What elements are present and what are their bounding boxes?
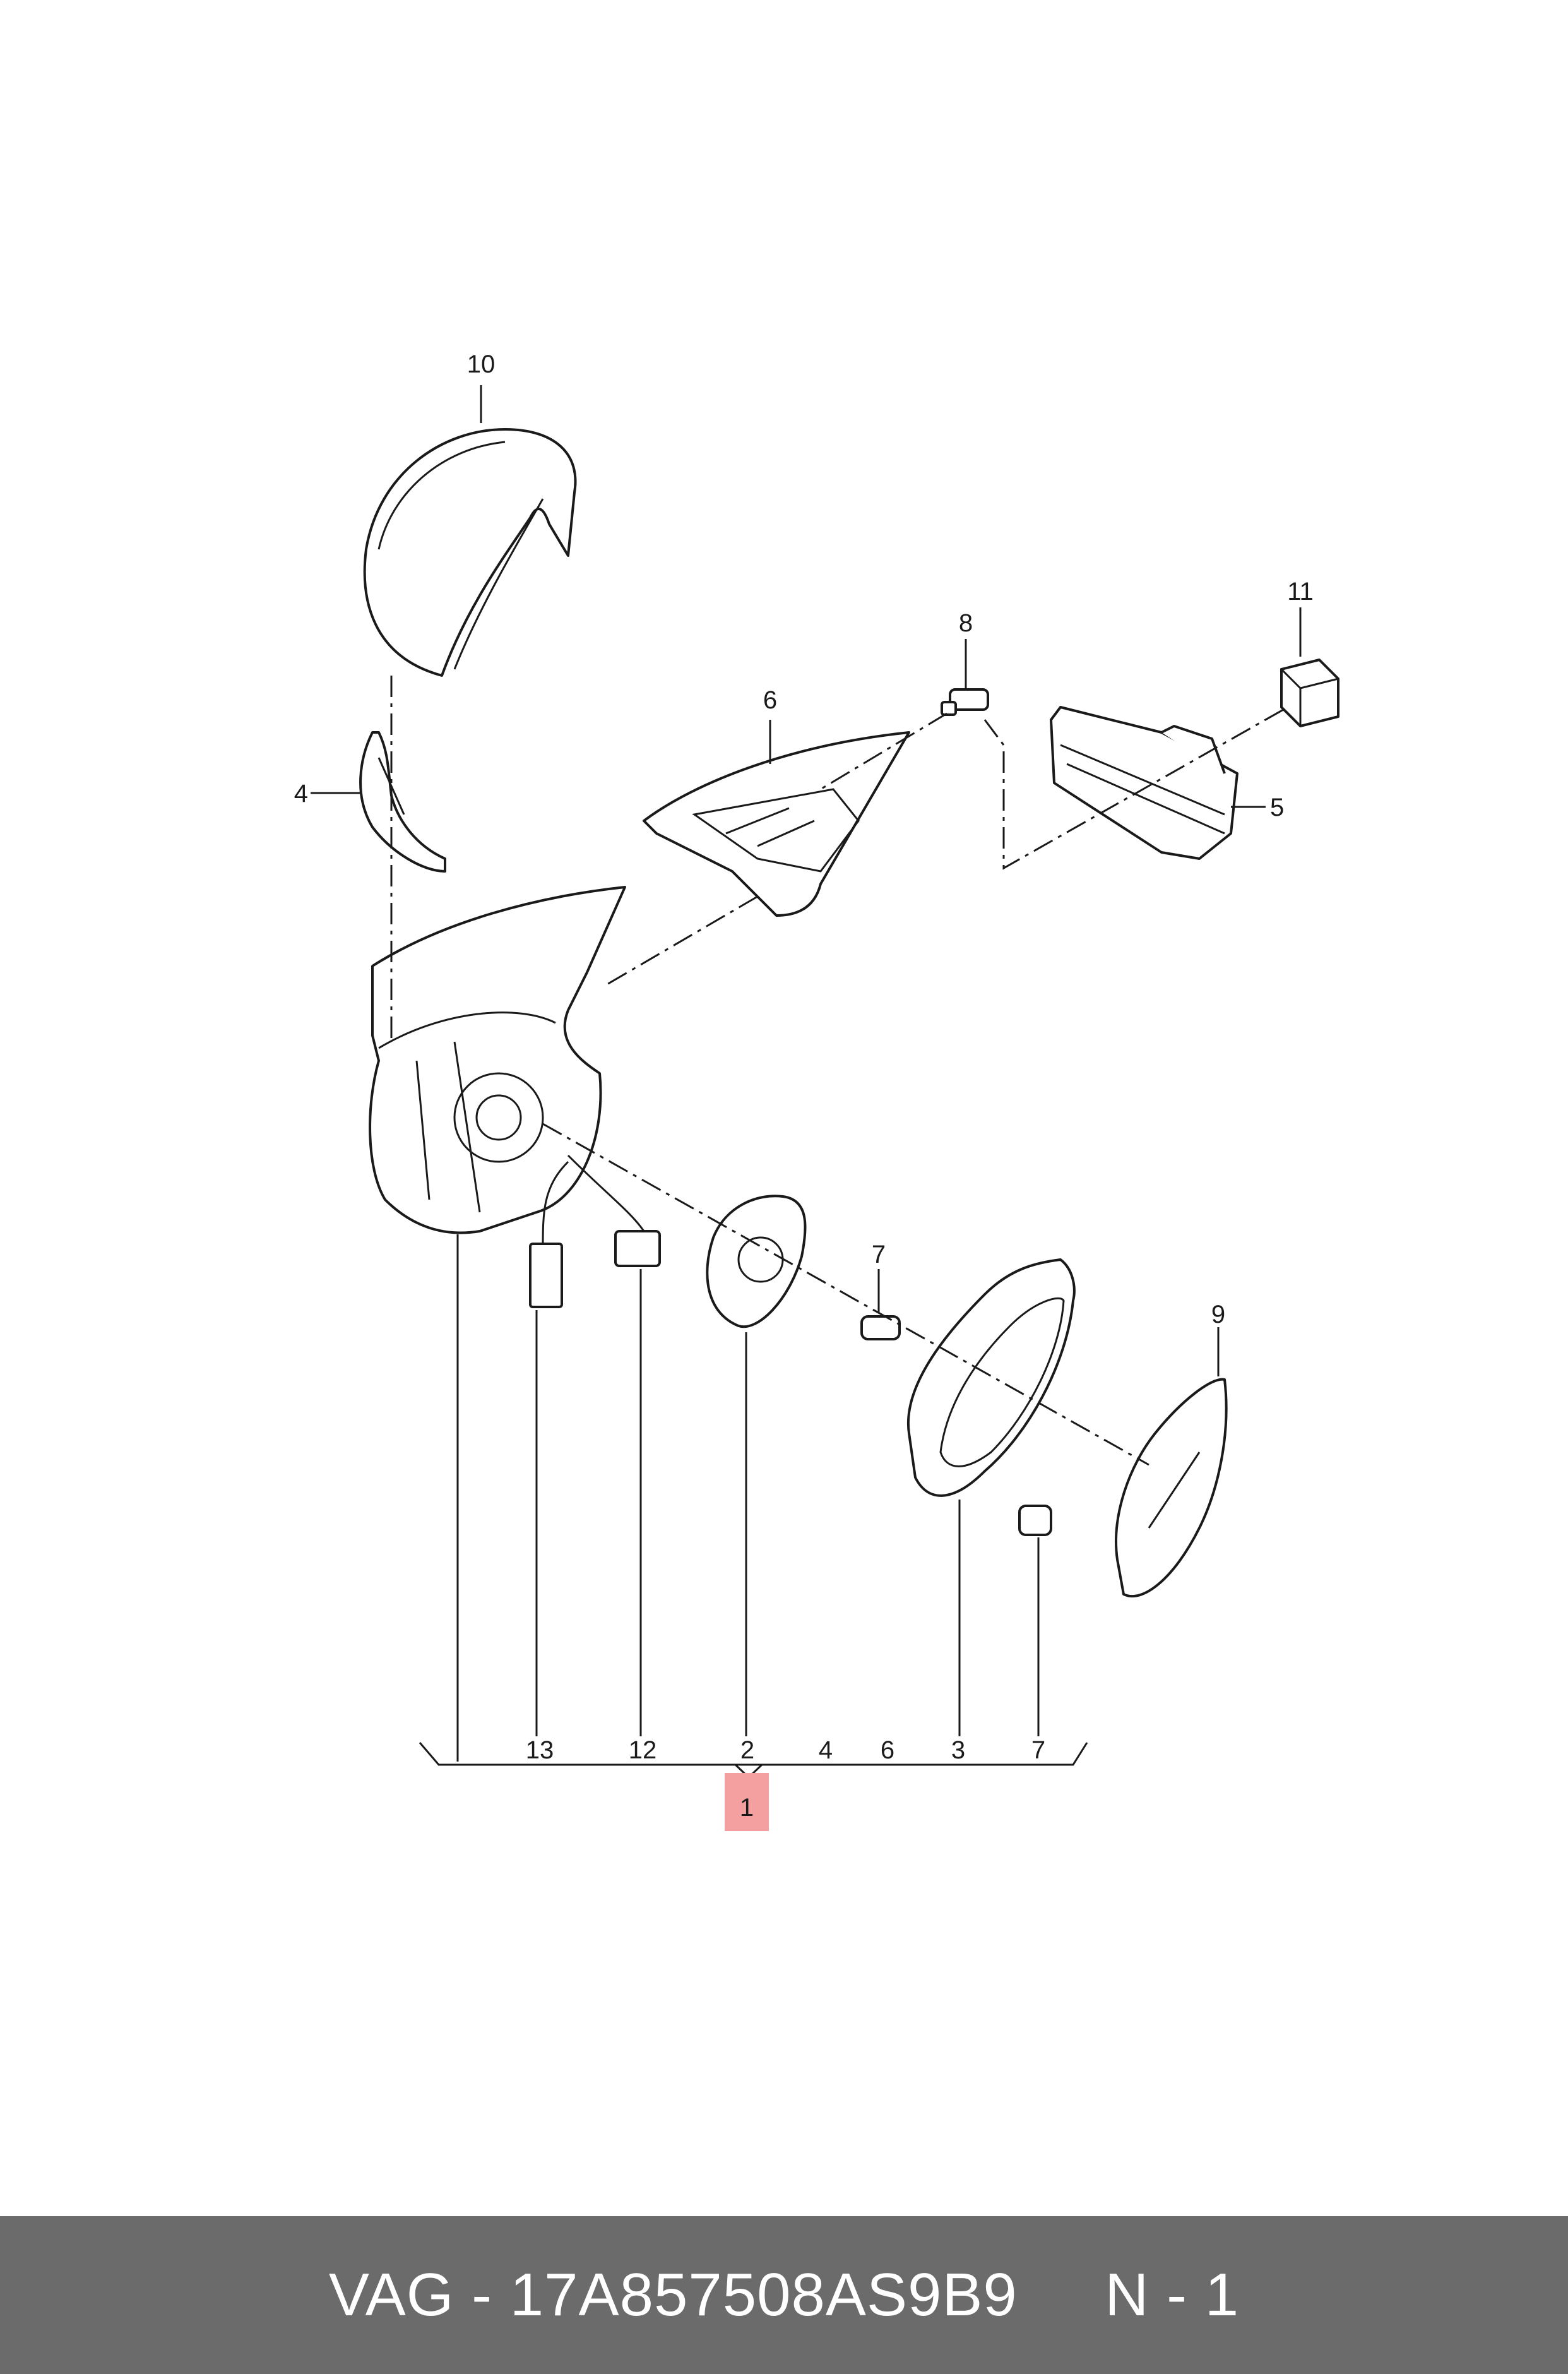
callout-5: 5 bbox=[1270, 794, 1284, 821]
bracket-label-4: 4 bbox=[819, 1736, 833, 1764]
exploded-parts-diagram: 10 4 6 8 11 5 7 9 13 12 2 4 6 3 7 1 bbox=[294, 350, 1339, 1831]
alignment-line bbox=[983, 706, 1288, 870]
part-side-light bbox=[1050, 706, 1238, 860]
bracket-label-3: 3 bbox=[951, 1736, 965, 1764]
callout-7-upper: 7 bbox=[872, 1241, 886, 1268]
callout-6: 6 bbox=[763, 686, 777, 714]
callout-11: 11 bbox=[1287, 578, 1314, 605]
assembly-highlight bbox=[725, 1773, 769, 1831]
part-triangle-cover bbox=[643, 731, 910, 917]
alignment-line bbox=[820, 712, 947, 790]
part-adjust-motor bbox=[706, 1195, 807, 1328]
bracket-label-6: 6 bbox=[881, 1736, 894, 1764]
bracket-label-2: 2 bbox=[740, 1736, 754, 1764]
assembly-bracket bbox=[419, 1742, 1088, 1766]
part-bolt-7b bbox=[1018, 1505, 1052, 1536]
part-mirror-housing bbox=[369, 886, 626, 1234]
alignment-line bbox=[542, 1123, 1149, 1466]
bracket-label-13: 13 bbox=[526, 1736, 554, 1764]
alignment-line bbox=[605, 895, 758, 986]
callout-9: 9 bbox=[1211, 1301, 1225, 1328]
part-mirror-cap bbox=[363, 428, 577, 677]
bracket-label-7: 7 bbox=[1031, 1736, 1045, 1764]
part-number-label: VAG - 17A857508AS9B9 N - 1 bbox=[328, 2261, 1240, 2329]
part-number-footer: VAG - 17A857508AS9B9 N - 1 bbox=[0, 2216, 1568, 2374]
assembly-number: 1 bbox=[740, 1794, 754, 1822]
part-screw-8 bbox=[941, 688, 989, 716]
part-turn-signal bbox=[359, 731, 446, 873]
part-mirror-carrier bbox=[906, 1258, 1076, 1497]
part-block-11 bbox=[1280, 659, 1339, 727]
bracket-label-12: 12 bbox=[629, 1736, 657, 1764]
part-connector-13 bbox=[529, 1160, 569, 1308]
callout-8: 8 bbox=[959, 609, 973, 637]
callout-10: 10 bbox=[467, 350, 496, 378]
part-bolt-7a bbox=[860, 1315, 901, 1340]
part-connector-12 bbox=[567, 1154, 661, 1267]
callout-4: 4 bbox=[294, 780, 308, 808]
part-mirror-glass bbox=[1115, 1378, 1228, 1598]
